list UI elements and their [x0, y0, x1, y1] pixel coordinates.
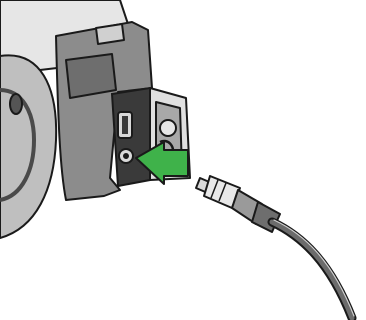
port-panel — [112, 88, 150, 186]
cover-flap-screw — [160, 120, 176, 136]
av-out-port-hole — [123, 153, 129, 159]
lens-release-button — [10, 94, 22, 114]
strap-lug-icon — [96, 24, 124, 44]
av-cable — [196, 176, 280, 232]
camera-grip — [66, 54, 116, 98]
usb-port-slot — [122, 116, 128, 134]
cable-line-core — [272, 222, 352, 318]
cable-line — [272, 222, 352, 318]
camera-lens-barrel — [0, 55, 56, 238]
